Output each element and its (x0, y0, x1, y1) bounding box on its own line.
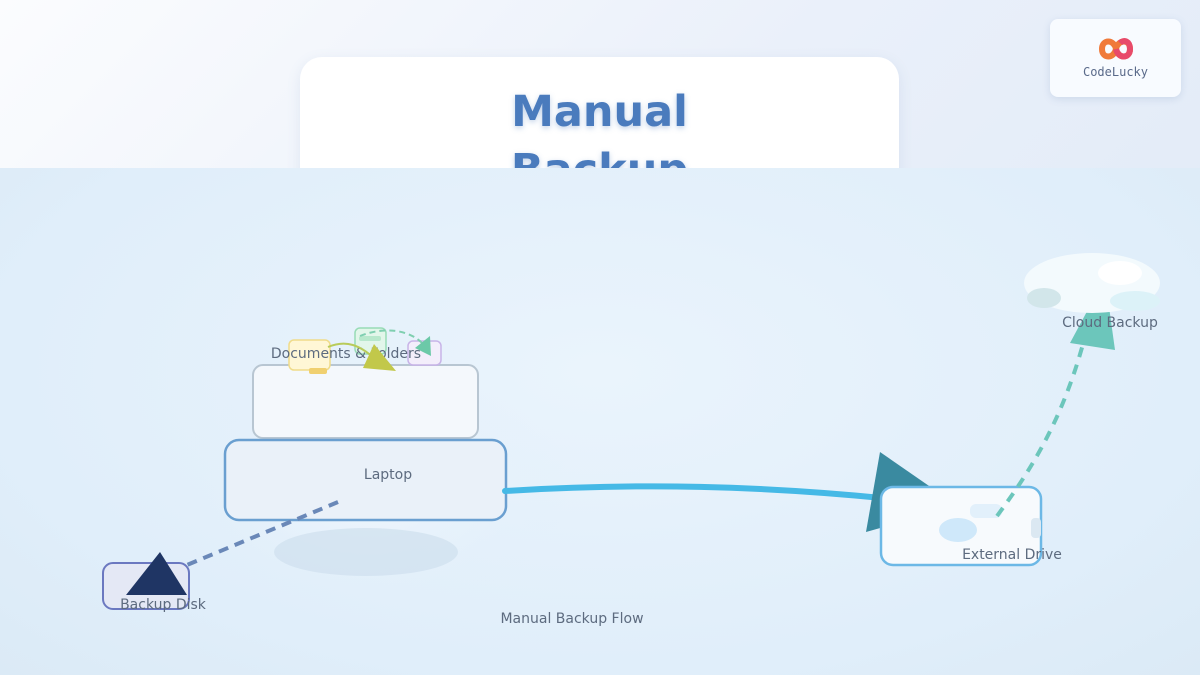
external-drive-port-icon (1031, 518, 1041, 538)
cloud-shadow-icon (1027, 288, 1061, 308)
laptop-label: Laptop (364, 467, 412, 483)
backup-disk-label: Backup Disk (120, 597, 207, 613)
infinity-logo-icon (1098, 38, 1134, 60)
cloud-backup-label: Cloud Backup (1062, 315, 1158, 331)
backup-diagram: Laptop Documents & Folders External Driv… (102, 253, 1160, 627)
diagram-canvas: Laptop Documents & Folders External Driv… (0, 168, 1200, 675)
external-drive-slot-icon (970, 504, 1002, 518)
laptop-screen-icon (252, 364, 479, 439)
laptop-node[interactable] (223, 438, 508, 522)
logo-text: CodeLucky (1082, 65, 1149, 79)
laptop-to-disk-arrow (174, 500, 339, 572)
external-drive-disk-icon (939, 518, 977, 542)
docs-dashed-arrow (359, 329, 424, 345)
cloud-edge-icon (1110, 291, 1160, 311)
disk-arrowhead-icon (126, 552, 187, 595)
external-drive-label: External Drive (962, 547, 1062, 563)
documents-label: Documents & Folders (271, 346, 421, 362)
cloud-highlight-icon (1098, 261, 1142, 285)
diagram-caption: Manual Backup Flow (500, 611, 643, 627)
laptop-shadow (274, 528, 458, 576)
logo-card[interactable]: CodeLucky (1050, 19, 1181, 97)
document-yellow-tab-icon (309, 368, 327, 374)
external-to-cloud-arrow (995, 287, 1098, 518)
document-green-line-icon (359, 336, 381, 341)
docs-arrowhead-icon (363, 344, 396, 371)
docs-dashed-arrowhead-icon (415, 336, 431, 356)
